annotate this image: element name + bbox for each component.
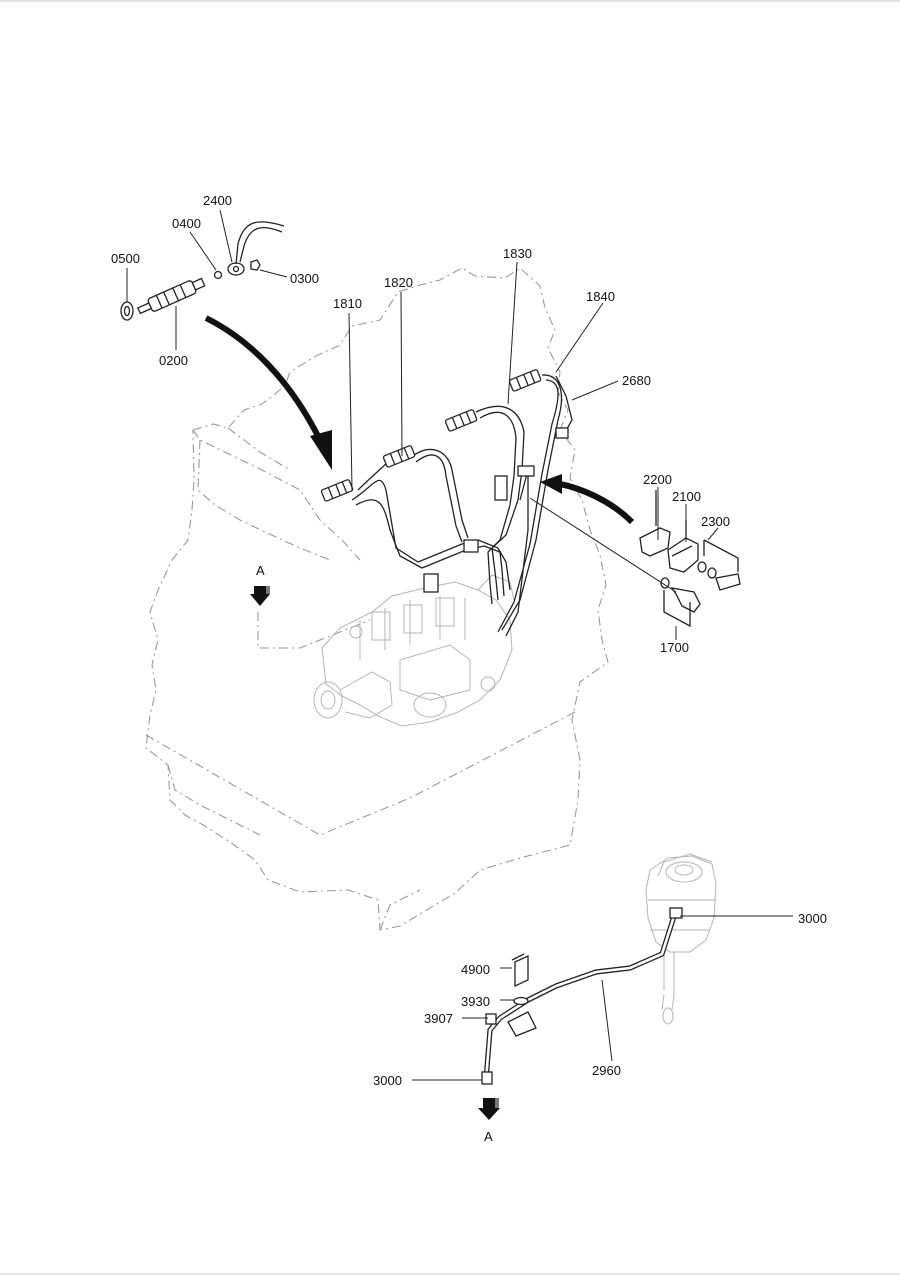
engine-block-outline <box>145 267 609 931</box>
label-4900: 4900 <box>461 962 490 977</box>
label-3907: 3907 <box>424 1011 453 1026</box>
label-3000-top: 3000 <box>798 911 827 926</box>
fuel-pipe-2960 <box>481 907 683 1085</box>
view-a-arrow-bottom <box>478 1098 500 1120</box>
label-1840: 1840 <box>586 289 615 304</box>
label-2960: 2960 <box>592 1063 621 1078</box>
injection-pipes <box>351 374 573 637</box>
label-0500: 0500 <box>111 251 140 266</box>
label-2680: 2680 <box>622 373 651 388</box>
label-1830: 1830 <box>503 246 532 261</box>
label-3000-bottom: 3000 <box>373 1073 402 1088</box>
label-2200: 2200 <box>643 472 672 487</box>
direction-arrows <box>204 315 635 525</box>
label-1820: 1820 <box>384 275 413 290</box>
label-0300: 0300 <box>290 271 319 286</box>
label-0400: 0400 <box>172 216 201 231</box>
label-2100: 2100 <box>672 489 701 504</box>
label-0200: 0200 <box>159 353 188 368</box>
label-3930: 3930 <box>461 994 490 1009</box>
fuel-filter <box>645 853 717 1025</box>
injection-pump <box>313 574 515 727</box>
label-1700: 1700 <box>660 640 689 655</box>
view-a-arrow-top <box>250 586 270 606</box>
label-2400: 2400 <box>203 193 232 208</box>
part-labels: 0500 0400 2400 0300 0200 1810 1820 1830 … <box>111 193 827 1144</box>
label-2300: 2300 <box>701 514 730 529</box>
label-1810: 1810 <box>333 296 362 311</box>
label-view-a-bottom: A <box>484 1129 493 1144</box>
leak-off-parts <box>639 527 741 613</box>
leader-lines <box>126 209 793 1081</box>
nozzle-holder-exploded <box>120 221 285 321</box>
label-view-a-top: A <box>256 563 265 578</box>
nozzle-holder-row <box>320 369 569 593</box>
